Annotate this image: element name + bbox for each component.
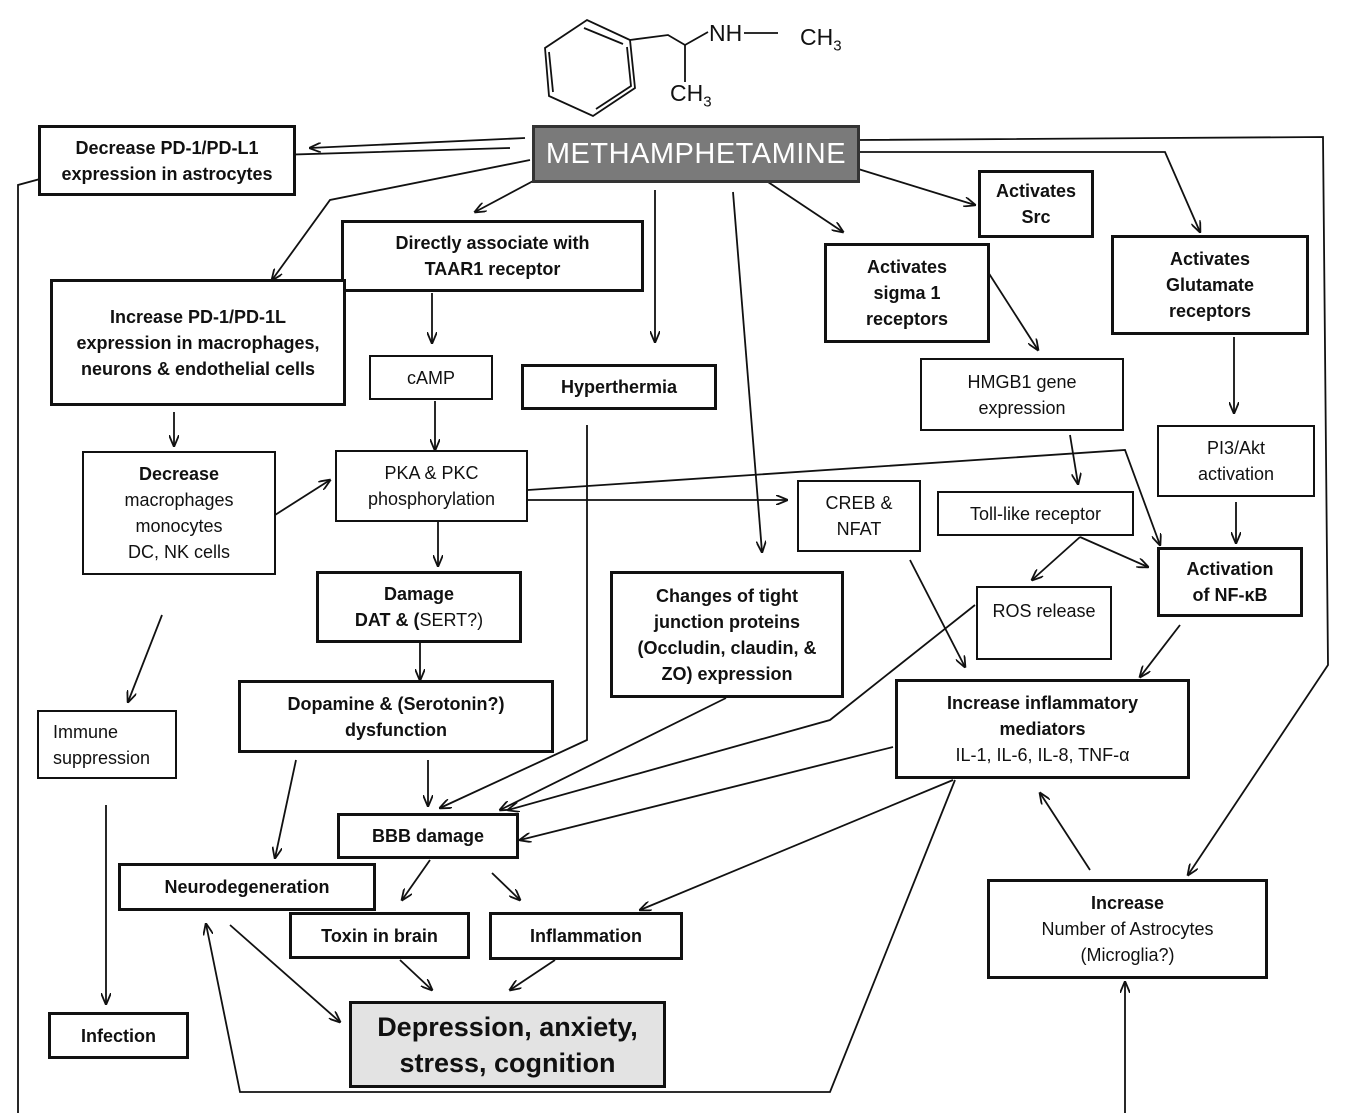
glutamate-box: Activates Glutamate receptors — [1111, 235, 1309, 335]
camp-box: cAMP — [369, 355, 493, 400]
increase-astrocytes-box: Increase Number of Astrocytes (Microglia… — [987, 879, 1268, 979]
ch3-label-top: CH3 — [800, 24, 842, 55]
damage-dat-box: Damage DAT & (SERT?) — [316, 571, 522, 643]
toll-like-receptor-box: Toll-like receptor — [937, 491, 1134, 536]
hyperthermia-box: Hyperthermia — [521, 364, 717, 410]
pka-pkc-box: PKA & PKC phosphorylation — [335, 450, 528, 522]
methamphetamine-title: METHAMPHETAMINE — [532, 125, 860, 183]
toxin-in-brain-box: Toxin in brain — [289, 912, 470, 959]
ros-release-box: ROS release — [976, 586, 1112, 660]
inflammatory-mediators-box: Increase inflammatory mediators IL-1, IL… — [895, 679, 1190, 779]
decrease-cells-box: Decrease macrophages monocytes DC, NK ce… — [82, 451, 276, 575]
tight-junction-box: Changes of tight junction proteins (Occl… — [610, 571, 844, 698]
taar1-box: Directly associate with TAAR1 receptor — [341, 220, 644, 292]
dopamine-box: Dopamine & (Serotonin?) dysfunction — [238, 680, 554, 753]
infection-box: Infection — [48, 1012, 189, 1059]
ch3-label-bottom: CH3 — [670, 80, 712, 111]
increase-pd1-box: Increase PD-1/PD-1L expression in macrop… — [50, 279, 346, 406]
decrease-pd1-astrocytes-box: Decrease PD-1/PD-L1 expression in astroc… — [38, 125, 296, 196]
bbb-damage-box: BBB damage — [337, 813, 519, 859]
immune-suppression-box: Immune suppression — [37, 710, 177, 779]
sigma1-box: Activates sigma 1 receptors — [824, 243, 990, 343]
creb-nfat-box: CREB & NFAT — [797, 480, 921, 552]
hmgb1-box: HMGB1 gene expression — [920, 358, 1124, 431]
neurodegeneration-box: Neurodegeneration — [118, 863, 376, 911]
nfkb-box: Activation of NF-κB — [1157, 547, 1303, 617]
pi3-akt-box: PI3/Akt activation — [1157, 425, 1315, 497]
depression-outcome-box: Depression, anxiety, stress, cognition — [349, 1001, 666, 1088]
nh-label: NH — [709, 20, 743, 46]
activates-src-box: Activates Src — [978, 170, 1094, 238]
inflammation-box: Inflammation — [489, 912, 683, 960]
carbon-chain — [629, 31, 709, 47]
benzene-ring — [544, 18, 636, 118]
